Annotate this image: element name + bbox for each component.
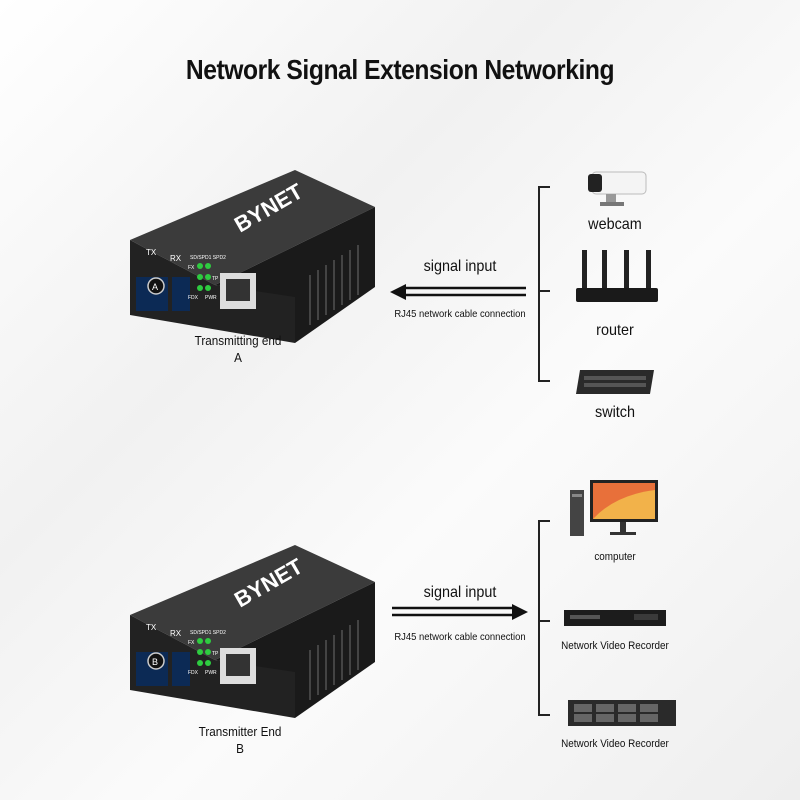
svg-text:FX: FX <box>188 640 195 646</box>
page-title: Network Signal Extension Networking <box>185 54 615 85</box>
webcam-icon <box>588 171 647 206</box>
device-label-switch: switch <box>594 404 635 421</box>
badge-b: B <box>152 657 158 667</box>
svg-text:TP: TP <box>212 651 219 657</box>
signal-label-a: signal input <box>423 258 497 275</box>
svg-text:TP: TP <box>212 276 219 282</box>
svg-text:FDX: FDX <box>188 295 199 301</box>
cable-label-a: RJ45 network cable connection <box>394 308 526 320</box>
bracket-top <box>538 186 540 382</box>
nvr-icon <box>564 610 666 626</box>
server-icon <box>568 700 676 726</box>
device-label-nvr-1: Network Video Recorder <box>561 640 669 652</box>
badge-a: A <box>152 282 158 292</box>
svg-text:RX: RX <box>170 254 182 263</box>
router-icon <box>576 250 658 302</box>
device-label-router: router <box>596 322 634 339</box>
rj45-port <box>226 279 250 301</box>
svg-text:TX: TX <box>146 623 157 632</box>
arrow-left-icon <box>390 284 526 300</box>
cable-label-b: RJ45 network cable connection <box>394 631 526 643</box>
bracket-bottom <box>538 520 540 716</box>
device-label-computer: computer <box>594 551 636 563</box>
svg-text:FDX: FDX <box>188 670 199 676</box>
svg-text:SD/SPD1 SPD2: SD/SPD1 SPD2 <box>190 630 226 636</box>
svg-text:PWR: PWR <box>205 295 217 301</box>
caption-a: Transmitting end A <box>194 333 282 365</box>
svg-text:RX: RX <box>170 629 182 638</box>
media-converter-a: BYNET A TX RX SD/SPD1 SPD2 FX TP FDX PWR <box>130 170 375 343</box>
arrow-right-icon <box>392 604 528 620</box>
switch-icon <box>576 370 654 394</box>
device-label-nvr-2: Network Video Recorder <box>561 738 669 750</box>
svg-text:PWR: PWR <box>205 670 217 676</box>
svg-text:FX: FX <box>188 265 195 271</box>
signal-label-b: signal input <box>423 584 497 601</box>
media-converter-b: BYNET B TX RX SD/SPD1 SPD2 FX TP FDX PWR <box>130 545 375 718</box>
rj45-port <box>226 654 250 676</box>
caption-b: Transmitter End B <box>198 724 282 756</box>
svg-text:SD/SPD1 SPD2: SD/SPD1 SPD2 <box>190 255 226 261</box>
svg-text:TX: TX <box>146 248 157 257</box>
computer-icon <box>570 480 658 536</box>
device-label-webcam: webcam <box>588 216 642 233</box>
